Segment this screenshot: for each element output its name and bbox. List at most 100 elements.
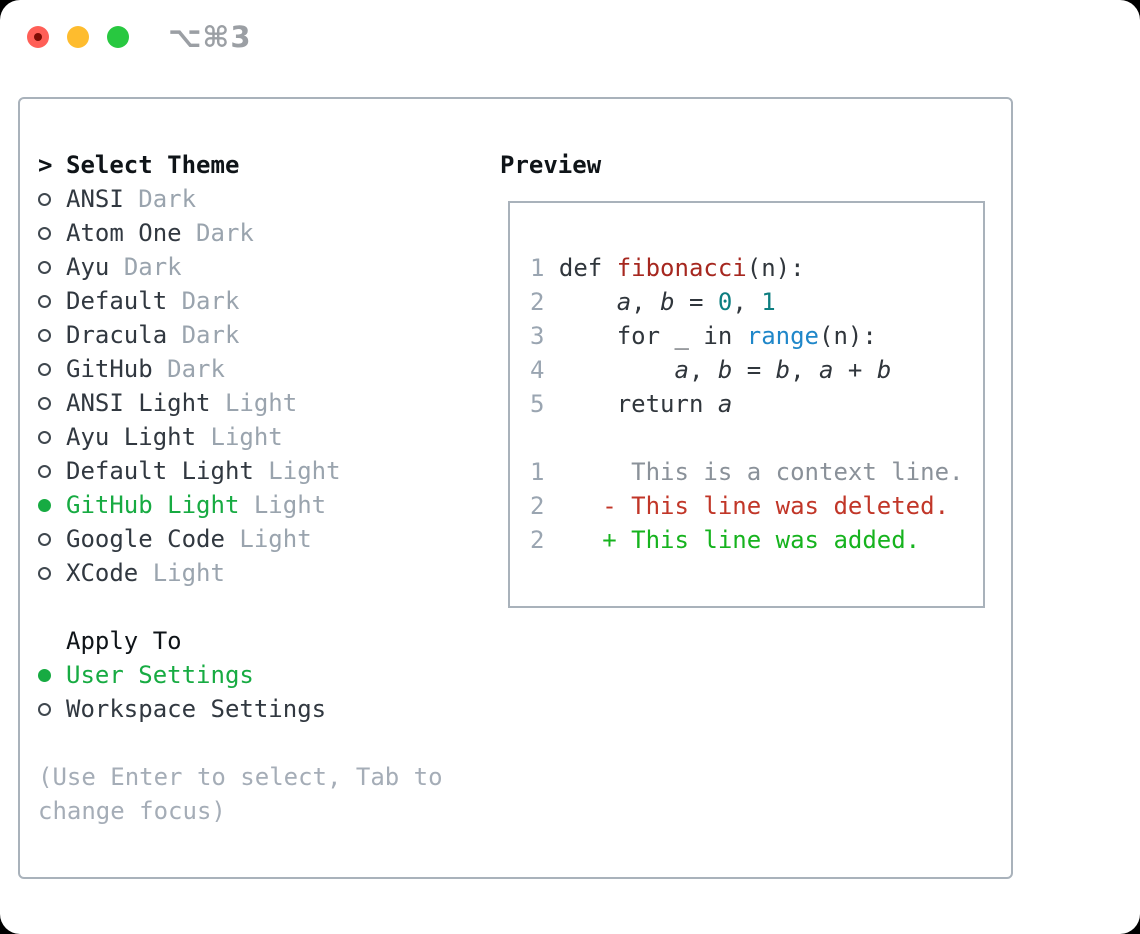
code-line: 2 a, b = 0, 1 [530, 285, 983, 319]
line-number: 1 [530, 458, 545, 486]
line-number: 4 [530, 356, 545, 384]
code-token-plain: , [688, 356, 718, 384]
theme-variant-tag: Light [210, 423, 283, 451]
hint-line-2: change focus) [38, 797, 226, 825]
radio-icon [38, 329, 51, 342]
code-token-plain: + [833, 356, 877, 384]
theme-name: Dracula [66, 321, 168, 349]
radio-column [38, 182, 66, 216]
minimize-button[interactable] [67, 26, 89, 48]
preview-label: Preview [500, 151, 602, 179]
theme-variant-tag: Dark [167, 355, 225, 383]
code-token-var: a [616, 288, 632, 316]
hint-line-1: (Use Enter to select, Tab to [38, 763, 443, 791]
theme-name: Default Light [66, 457, 254, 485]
code-line: 1 This is a context line. [530, 455, 983, 489]
radio-icon [38, 397, 51, 410]
code-token-plain: (n): [819, 322, 877, 350]
radio-column [38, 352, 66, 386]
theme-option-default[interactable]: Default Dark [38, 284, 443, 318]
radio-column [38, 318, 66, 352]
code-line: 2 + This line was added. [530, 523, 983, 557]
apply-option-label: User Settings [66, 661, 254, 689]
code-token-plain: = [732, 356, 776, 384]
code-token-plain: (n): [746, 254, 805, 282]
unsaved-dot-icon [34, 33, 42, 41]
theme-variant-tag: Light [224, 389, 298, 417]
apply-option-label: Workspace Settings [66, 695, 327, 723]
theme-option-default-light[interactable]: Default Light Light [38, 454, 443, 488]
select-theme-label: Select Theme [66, 151, 240, 179]
theme-option-ayu-light[interactable]: Ayu Light Light [38, 420, 443, 454]
radio-selected-icon [38, 669, 51, 682]
theme-option-ansi[interactable]: ANSI Dark [38, 182, 443, 216]
theme-option-xcode[interactable]: XCode Light [38, 556, 443, 590]
theme-name: ANSI Light [66, 389, 211, 417]
code-token-plain: , [631, 288, 661, 316]
theme-option-atom-one[interactable]: Atom One Dark [38, 216, 443, 250]
code-token-plain: = [674, 288, 718, 316]
code-token-var: b [717, 356, 733, 384]
code-token-plain: return [544, 390, 718, 418]
theme-variant-tag: Light [253, 491, 327, 519]
theme-option-ayu[interactable]: Ayu Dark [38, 250, 443, 284]
radio-column [38, 216, 66, 250]
code-line: 2 - This line was deleted. [530, 489, 983, 523]
code-token-plain: def [544, 254, 617, 282]
radio-icon [38, 533, 51, 546]
apply-option-workspace-settings[interactable]: Workspace Settings [38, 692, 443, 726]
theme-name: Ayu [66, 253, 110, 281]
code-token-plain: , [790, 356, 820, 384]
theme-option-dracula[interactable]: Dracula Dark [38, 318, 443, 352]
radio-icon [38, 193, 51, 206]
code-token-var: b [876, 356, 892, 384]
code-token-fn: fibonacci [616, 254, 747, 282]
code-token-ctx: This is a context line. [544, 458, 964, 486]
radio-icon [38, 465, 51, 478]
theme-option-ansi-light[interactable]: ANSI Light Light [38, 386, 443, 420]
code-token-var: a [819, 356, 834, 384]
apply-option-user-settings[interactable]: User Settings [38, 658, 443, 692]
theme-variant-tag: Dark [196, 219, 254, 247]
code-token-add: + This line was added. [544, 526, 921, 554]
code-line: 1 def fibonacci(n): [530, 251, 983, 285]
theme-option-github-light[interactable]: GitHub Light Light [38, 488, 443, 522]
theme-option-github[interactable]: GitHub Dark [38, 352, 443, 386]
theme-variant-tag: Dark [181, 287, 240, 315]
code-token-builtin: range [746, 322, 819, 350]
radio-column [38, 250, 66, 284]
window-title: ⌥⌘3 [168, 20, 252, 54]
theme-option-google-code[interactable]: Google Code Light [38, 522, 443, 556]
radio-selected-icon [38, 499, 51, 512]
select-theme-header: >Select Theme [38, 148, 443, 182]
radio-column [38, 556, 66, 590]
theme-name: GitHub Light [66, 491, 240, 519]
code-line: 4 a, b = b, a + b [530, 353, 983, 387]
zoom-button[interactable] [107, 26, 129, 48]
code-token-plain [544, 288, 616, 316]
apply-to-header: Apply To [38, 624, 443, 658]
radio-icon [38, 261, 51, 274]
line-number: 2 [530, 526, 545, 554]
code-token-num: 1 [761, 288, 776, 316]
line-number: 5 [530, 390, 545, 418]
radio-column [38, 386, 66, 420]
theme-variant-tag: Dark [181, 321, 240, 349]
theme-name: Atom One [66, 219, 182, 247]
code-token-var: a [717, 390, 733, 418]
code-token-plain [544, 356, 674, 384]
code-line: 5 return a [530, 387, 983, 421]
line-number: 2 [530, 492, 545, 520]
theme-name: ANSI [66, 185, 124, 213]
radio-column [38, 658, 66, 692]
radio-icon [38, 227, 51, 240]
radio-column [38, 522, 66, 556]
radio-icon [38, 295, 51, 308]
theme-name: Google Code [66, 525, 225, 553]
close-button[interactable] [27, 26, 49, 48]
